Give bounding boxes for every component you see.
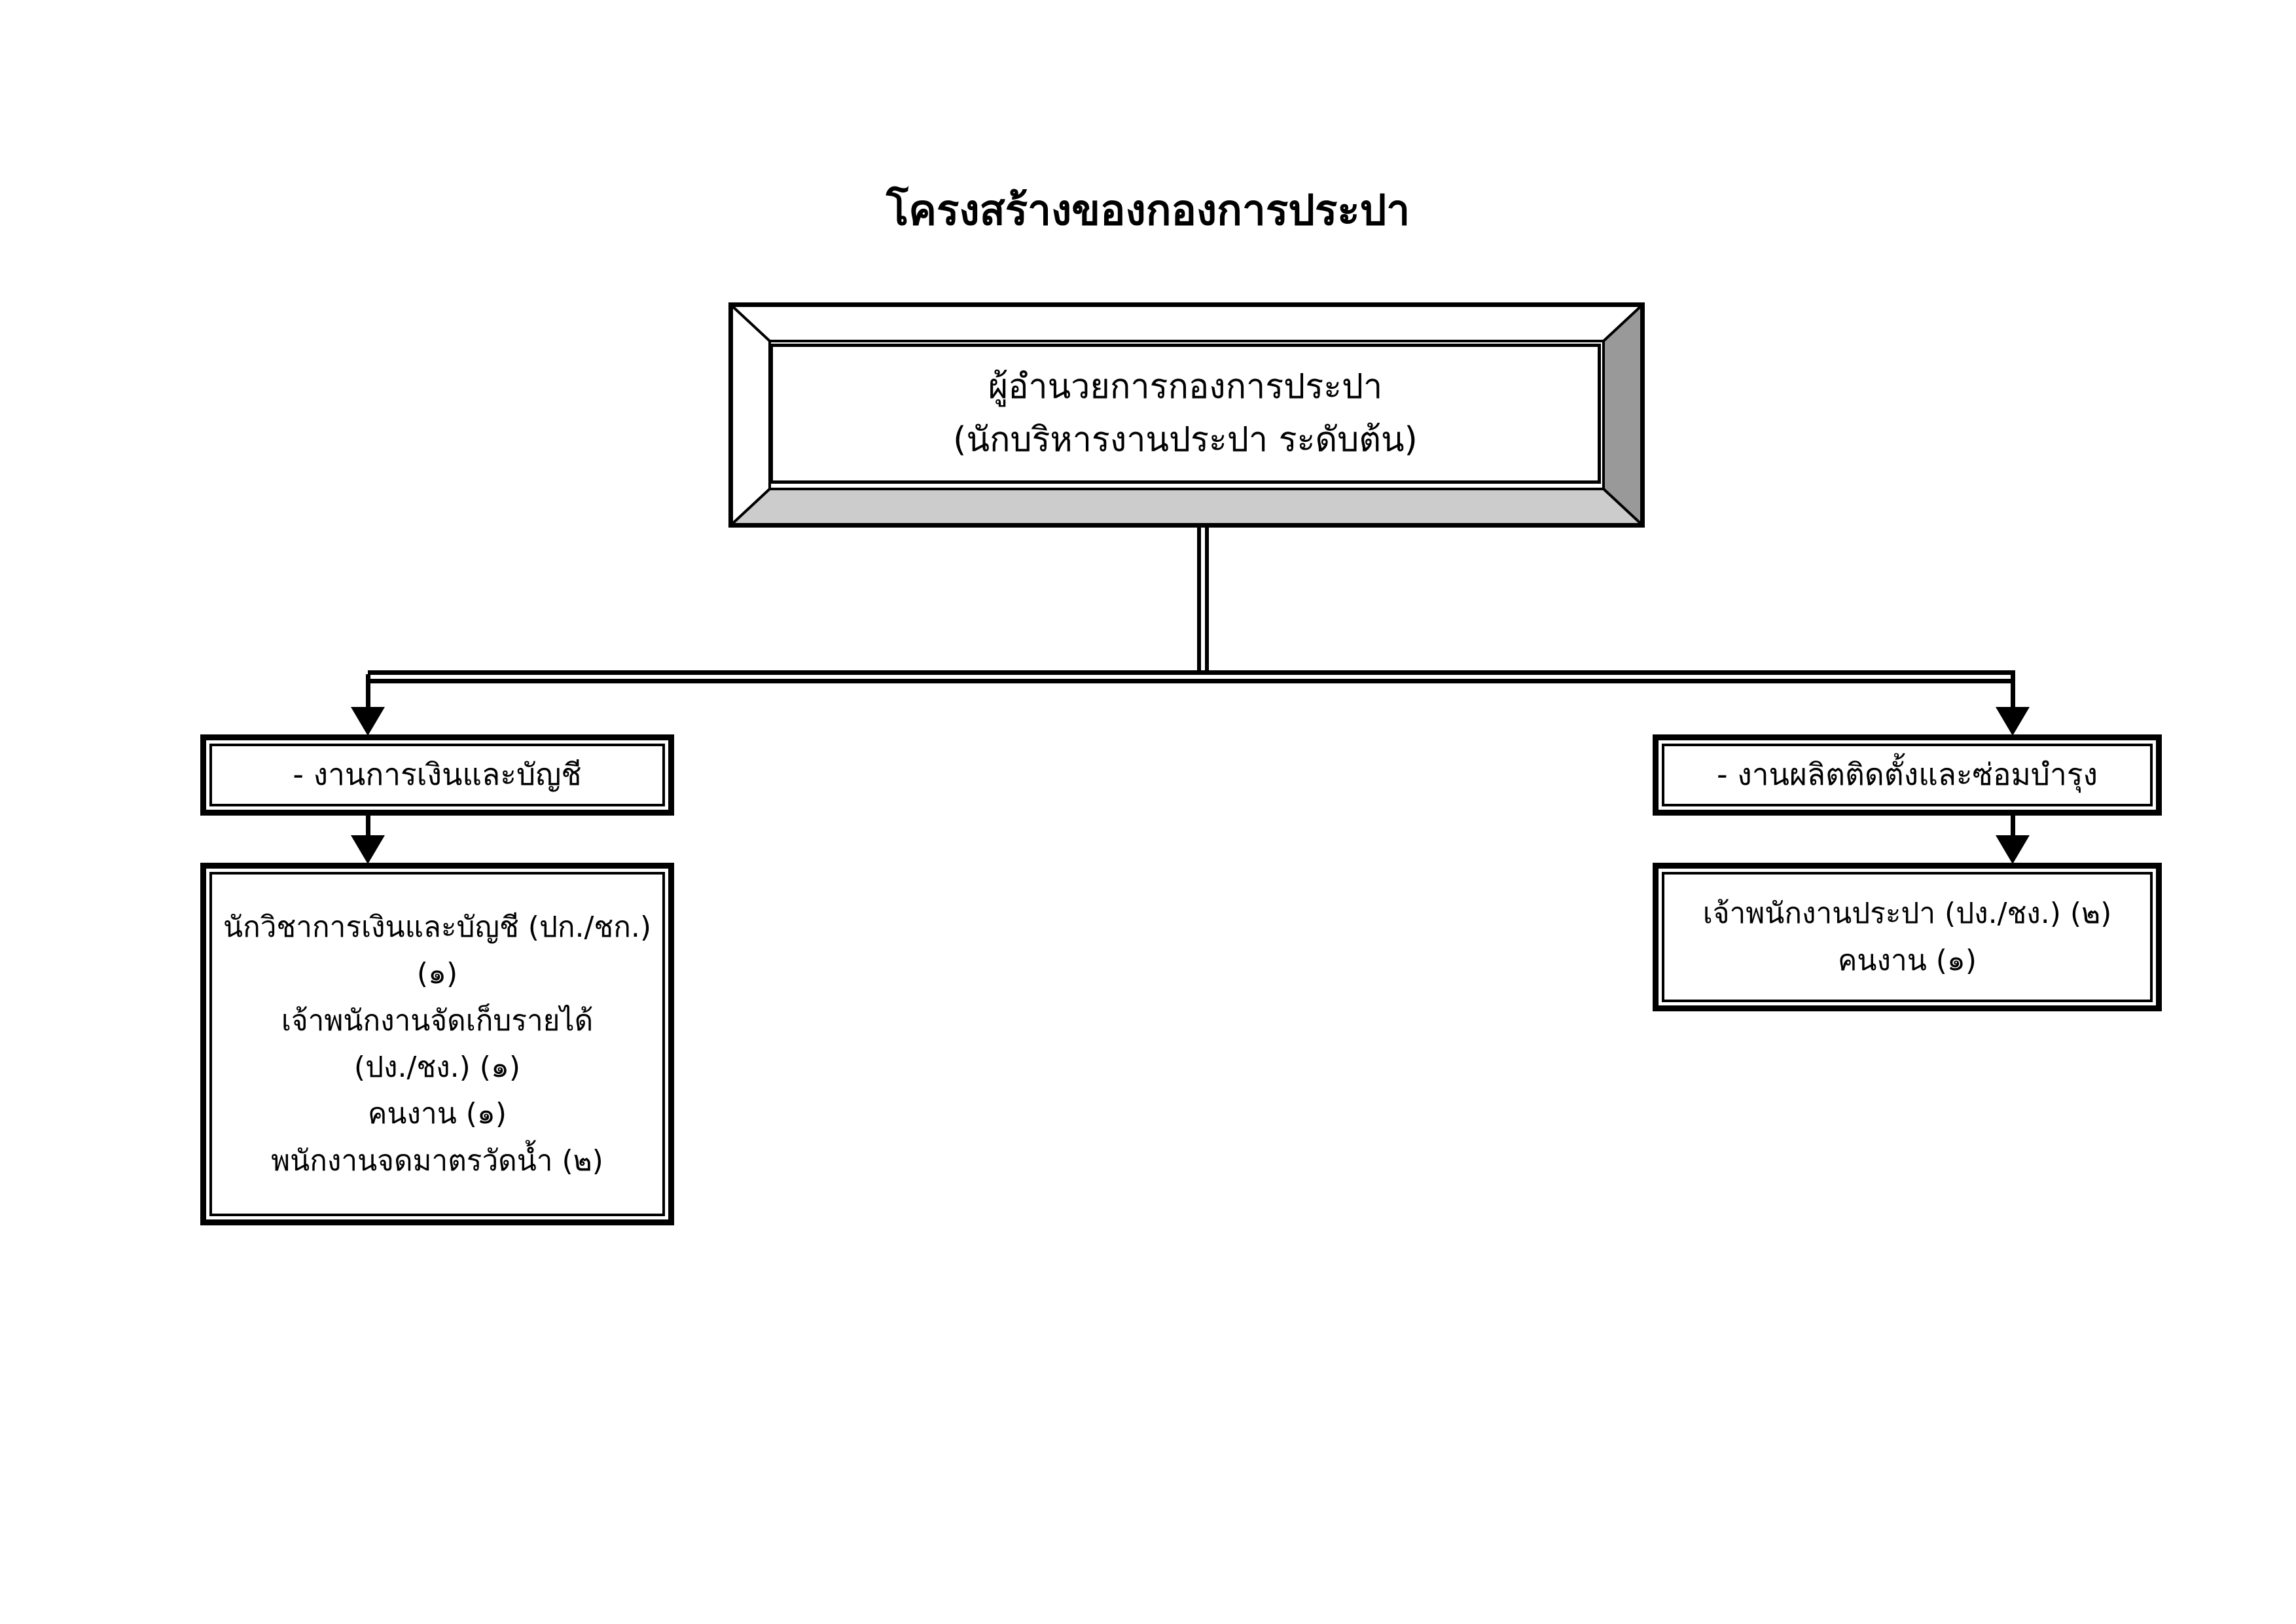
unit-box-production-maintenance: - งานผลิตติดตั้งและซ่อมบำรุง [1653, 734, 2162, 816]
connector-arrow-right [1996, 707, 2030, 736]
connector-arrow-finance-staff [351, 835, 385, 864]
connector-arrow-production-staff [1996, 835, 2030, 864]
director-box: ผู้อำนวยการกองการประปา (นักบริหารงานประป… [728, 302, 1645, 528]
staff-line: คนงาน (๑) [1837, 943, 1977, 977]
director-title-line-1: ผู้อำนวยการกองการประปา [988, 367, 1383, 407]
unit-box-production-maintenance-inner: - งานผลิตติดตั้งและซ่อมบำรุง [1662, 744, 2153, 806]
page-title: โครงสร้างของกองการประปา [886, 187, 1410, 235]
connector-drop-finance-staff [366, 816, 370, 839]
staff-box-production-maintenance-inner: เจ้าพนักงานประปา (ปง./ชง.) (๒) คนงาน (๑) [1662, 872, 2153, 1002]
box-bevel-shading [732, 306, 1641, 524]
staff-line: คนงาน (๑) [367, 1097, 507, 1131]
staff-line: (๑) [416, 957, 458, 991]
connector-horizontal-bus [368, 670, 2015, 683]
staff-line: นักวิชาการเงินและบัญชี (ปก./ชก.) [223, 911, 651, 945]
staff-line: เจ้าพนักงานประปา (ปง./ชง.) (๒) [1702, 897, 2112, 931]
staff-line: พนักงานจดมาตรวัดน้ำ (๒) [271, 1144, 603, 1178]
connector-drop-production-staff [2011, 816, 2015, 839]
unit-label-production-maintenance: - งานผลิตติดตั้งและซ่อมบำรุง [1717, 757, 2098, 793]
connector-drop-right [2011, 674, 2015, 710]
staff-line: (ปง./ชง.) (๑) [353, 1051, 521, 1084]
connector-arrow-left [351, 707, 385, 736]
staff-box-finance-accounting: นักวิชาการเงินและบัญชี (ปก./ชก.) (๑) เจ้… [200, 863, 674, 1225]
connector-root-stem [1197, 528, 1209, 674]
unit-box-finance-accounting: - งานการเงินและบัญชี [200, 734, 674, 816]
director-box-inner: ผู้อำนวยการกองการประปา (นักบริหารงานประป… [770, 344, 1601, 484]
unit-label-finance-accounting: - งานการเงินและบัญชี [293, 757, 582, 793]
staff-box-finance-accounting-inner: นักวิชาการเงินและบัญชี (ปก./ชก.) (๑) เจ้… [209, 872, 665, 1216]
staff-line: เจ้าพนักงานจัดเก็บรายได้ [281, 1003, 594, 1038]
unit-box-finance-accounting-inner: - งานการเงินและบัญชี [209, 744, 665, 806]
connector-drop-left [366, 674, 370, 710]
staff-box-production-maintenance: เจ้าพนักงานประปา (ปง./ชง.) (๒) คนงาน (๑) [1653, 863, 2162, 1011]
director-title-line-2: (นักบริหารงานประปา ระดับต้น) [953, 420, 1418, 460]
